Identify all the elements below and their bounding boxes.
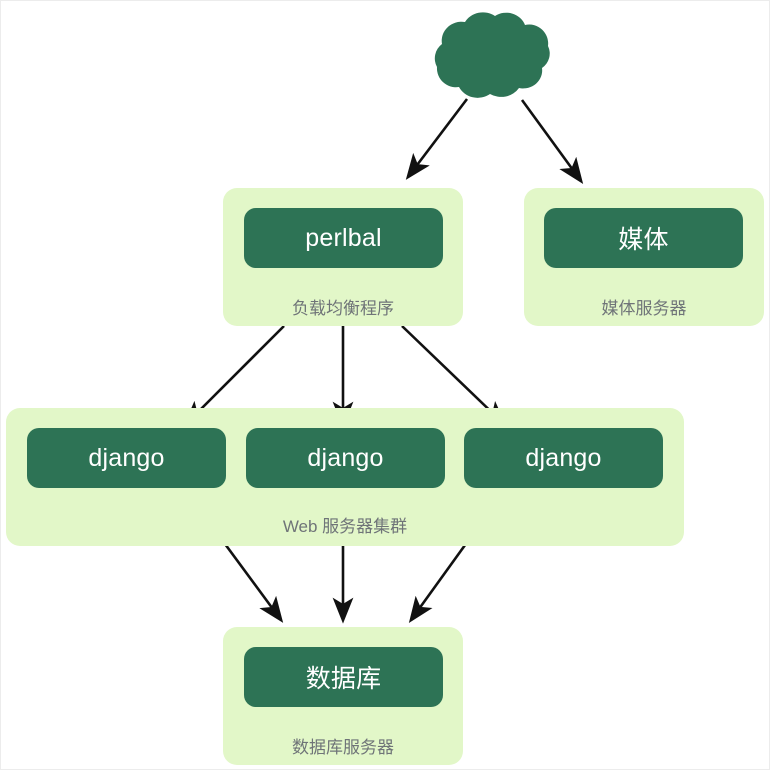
cloud-icon	[434, 12, 550, 98]
node-label-database: 数据库	[305, 665, 382, 693]
node-perlbal[interactable]: perlbal	[244, 208, 443, 268]
internet-cloud-node[interactable]	[424, 7, 554, 105]
group-caption-database-server: 数据库服务器	[292, 738, 394, 757]
edge-cloud-to-perlbal	[405, 98, 469, 180]
node-label-django-3: django	[525, 443, 602, 472]
edge-cloud-to-media	[520, 99, 584, 184]
node-media[interactable]: 媒体	[544, 208, 743, 268]
node-label-media: 媒体	[618, 226, 669, 254]
node-label-django-2: django	[307, 443, 384, 472]
node-django-3[interactable]: django	[464, 428, 663, 488]
group-caption-web-server-cluster: Web 服务器集群	[282, 517, 408, 536]
group-caption-media-server: 媒体服务器	[601, 299, 687, 318]
node-django-1[interactable]: django	[27, 428, 226, 488]
node-label-django-1: django	[88, 443, 165, 472]
node-label-perlbal: perlbal	[305, 223, 382, 252]
group-caption-load-balancer: 负载均衡程序	[292, 299, 394, 318]
node-django-2[interactable]: django	[246, 428, 445, 488]
node-database[interactable]: 数据库	[244, 647, 443, 707]
